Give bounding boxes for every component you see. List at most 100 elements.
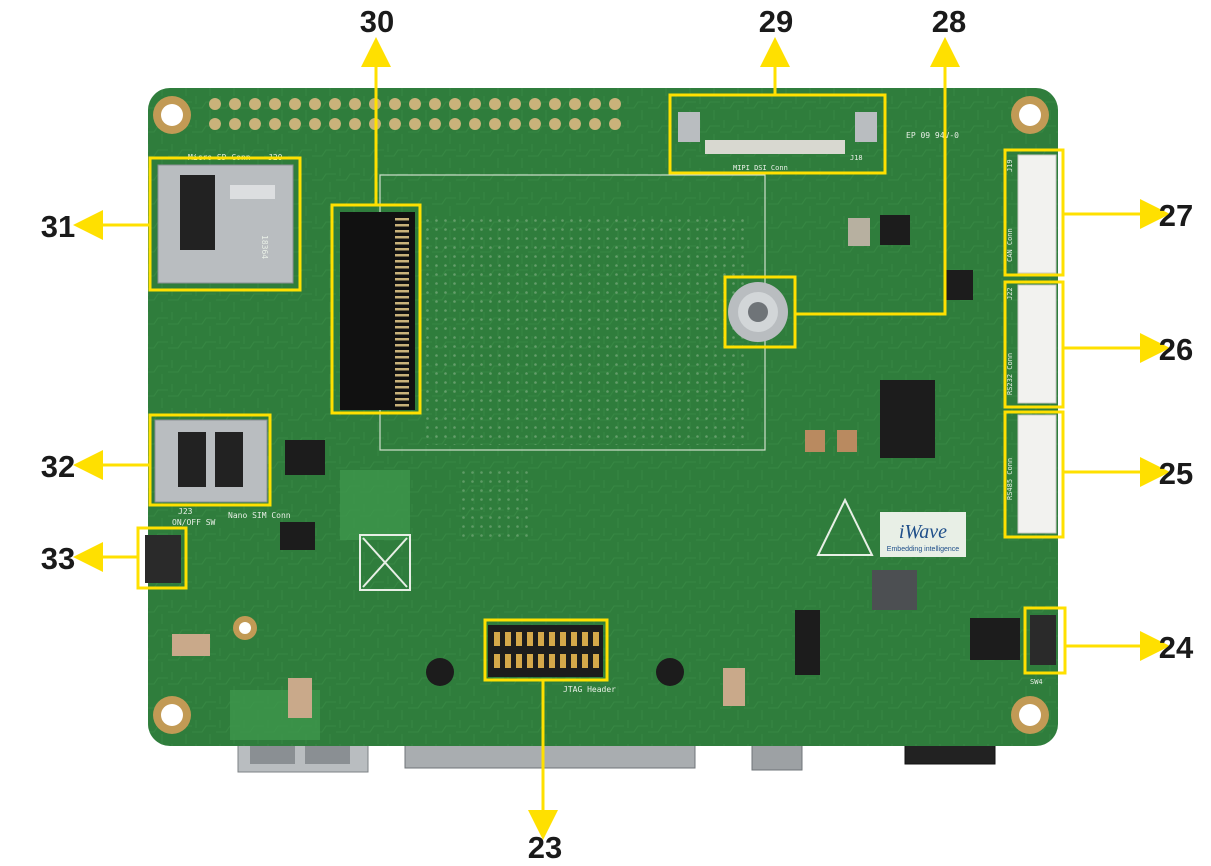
silk-jtag-header: JTAG Header <box>563 685 616 694</box>
jtag-pin <box>560 654 566 668</box>
silk-j22: J22 <box>1006 287 1014 300</box>
highlight-box-24 <box>1023 606 1067 675</box>
m2-pin <box>395 296 409 299</box>
gpio-pin <box>229 98 241 110</box>
m2-slot <box>340 212 415 410</box>
jtag-pin <box>582 632 588 646</box>
gpio-pin <box>469 98 481 110</box>
gpio-pin <box>409 98 421 110</box>
gpio-pin <box>449 118 461 130</box>
callout-labels: 30 29 28 27 26 25 24 23 31 32 33 <box>41 4 1194 865</box>
m2-pin <box>395 398 409 401</box>
arrow-28 <box>795 37 960 316</box>
rs485-connector <box>1017 414 1057 534</box>
jtag-pin <box>582 654 588 668</box>
silk-j19: J19 <box>1006 159 1014 172</box>
jtag-pin <box>571 632 577 646</box>
m2-pin <box>395 392 409 395</box>
m2-pin <box>395 266 409 269</box>
gpio-pin <box>469 118 481 130</box>
callout-33: 33 <box>41 541 75 576</box>
gpio-pin <box>269 118 281 130</box>
gpio-pin <box>489 98 501 110</box>
jtag-pin <box>505 654 511 668</box>
m2-pin <box>395 374 409 377</box>
callout-25: 25 <box>1159 456 1193 491</box>
gpio-pin <box>589 118 601 130</box>
gpio-pin <box>209 118 221 130</box>
gpio-pin <box>509 98 521 110</box>
silk-rs485-conn: RS485 Conn <box>1006 458 1014 500</box>
silk-nano-sim: Nano SIM Conn <box>228 511 291 520</box>
m2-pin <box>395 320 409 323</box>
gpio-pin <box>329 98 341 110</box>
gpio-pin <box>549 118 561 130</box>
jtag-pin <box>571 654 577 668</box>
m2-pin <box>395 278 409 281</box>
m2-pin <box>395 314 409 317</box>
silk-can-conn: CAN Conn <box>1006 228 1014 262</box>
silk-sd-code: 18364 <box>260 235 269 259</box>
gpio-pin <box>569 98 581 110</box>
gpio-pin <box>329 118 341 130</box>
gpio-header-pins <box>209 98 621 130</box>
callout-31: 31 <box>41 209 75 244</box>
callout-29: 29 <box>759 4 793 39</box>
gpio-pin <box>529 98 541 110</box>
m2-pin <box>395 356 409 359</box>
m2-pin <box>395 260 409 263</box>
bga-pads <box>420 215 750 445</box>
m2-pin <box>395 380 409 383</box>
gpio-pin <box>289 98 301 110</box>
m2-pin <box>395 386 409 389</box>
m2-pin <box>395 362 409 365</box>
callout-30: 30 <box>360 4 394 39</box>
mounting-hole <box>153 696 191 734</box>
sw4-switch <box>1030 615 1056 665</box>
gpio-pin <box>529 118 541 130</box>
jtag-pin <box>527 632 533 646</box>
silk-j18: J18 <box>850 154 863 162</box>
jtag-pin <box>494 654 500 668</box>
logo-tagline: Embedding intelligence <box>887 546 959 553</box>
gpio-pin <box>249 118 261 130</box>
gpio-pin <box>429 98 441 110</box>
jtag-pin <box>593 654 599 668</box>
m2-pin <box>395 218 409 221</box>
highlight-box-32 <box>148 413 272 507</box>
m2-pin <box>395 368 409 371</box>
callout-24: 24 <box>1159 630 1194 665</box>
m2-pin <box>395 224 409 227</box>
callout-26: 26 <box>1159 332 1193 367</box>
esd-symbol <box>816 497 874 556</box>
gpio-pin <box>309 98 321 110</box>
jtag-pin <box>549 632 555 646</box>
silk-mipi-dsi: MIPI DSI Conn <box>733 164 788 172</box>
silk-sw4: SW4 <box>1030 678 1043 686</box>
gpio-pin <box>409 118 421 130</box>
highlight-box-28 <box>723 275 797 349</box>
jtag-pin <box>549 654 555 668</box>
m2-pin <box>395 248 409 251</box>
highlight-box-25 <box>1003 410 1065 539</box>
jtag-pin <box>505 632 511 646</box>
jtag-pin <box>494 632 500 646</box>
gpio-pin <box>269 98 281 110</box>
callout-28: 28 <box>932 4 966 39</box>
gpio-pin <box>569 118 581 130</box>
mounting-holes <box>153 96 1049 734</box>
gpio-pin <box>309 118 321 130</box>
jtag-pin <box>538 632 544 646</box>
rs232-connector <box>1017 284 1057 404</box>
highlight-boxes <box>136 93 1067 682</box>
m2-pin <box>395 302 409 305</box>
m2-pin <box>395 290 409 293</box>
m2-pin <box>395 230 409 233</box>
gpio-pin <box>449 98 461 110</box>
weee-symbol <box>359 534 411 591</box>
gpio-pin <box>609 118 621 130</box>
m2-pin <box>395 326 409 329</box>
highlight-box-23 <box>483 618 609 682</box>
m2-pin <box>395 242 409 245</box>
